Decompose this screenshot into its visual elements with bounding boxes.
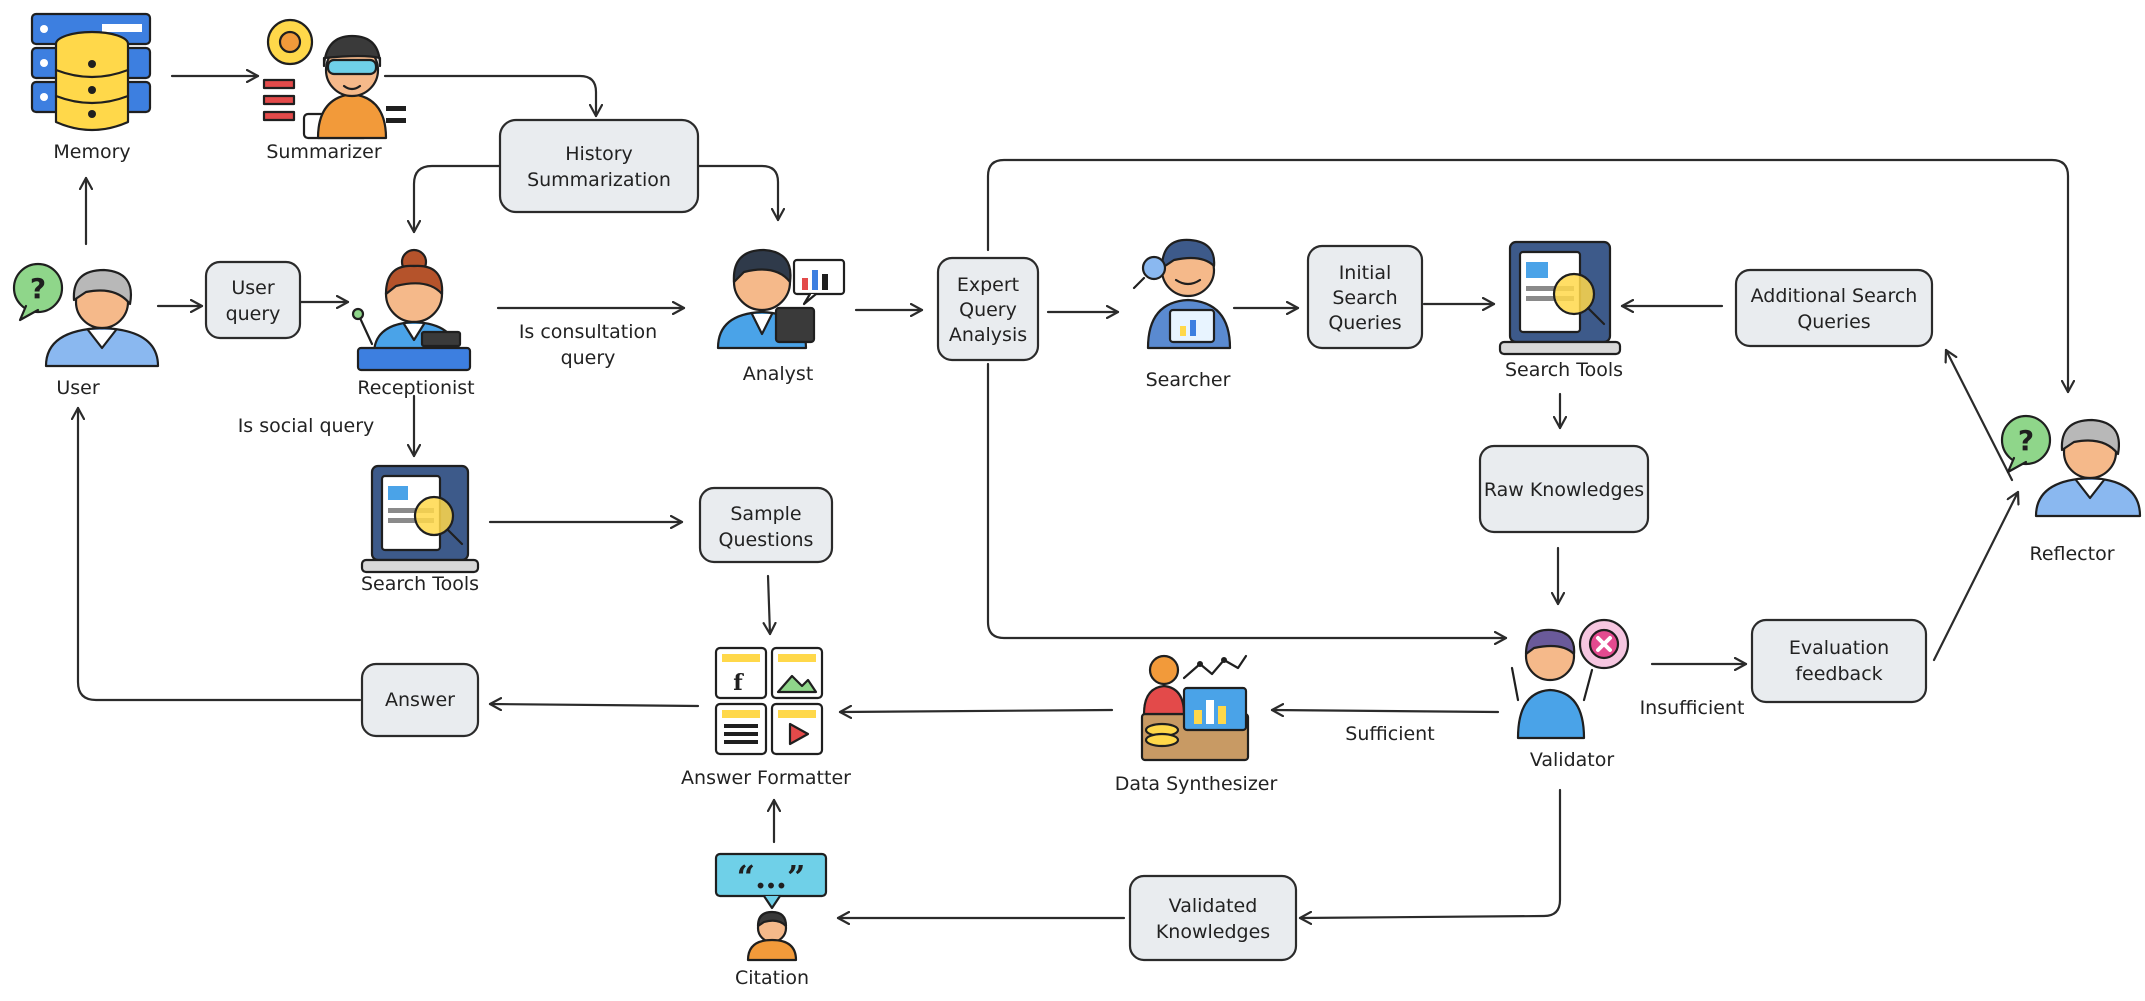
searcher-label: Searcher <box>1146 369 1231 391</box>
edge-history-analyst <box>696 164 778 222</box>
additional-search-label-1: Additional Search <box>1751 285 1918 307</box>
edge-evaluation-reflector <box>1932 490 2018 662</box>
expert-query-analysis-box: Expert Query Analysis <box>936 256 1040 362</box>
evaluation-feedback-label-1: Evaluation <box>1789 637 1889 659</box>
laptop-search-icon <box>1498 240 1622 356</box>
edge-expert-reflector <box>986 158 2068 394</box>
expert-query-label-2: Query <box>959 299 1017 321</box>
raw-knowledges-box: Raw Knowledges <box>1478 444 1650 534</box>
edge-expert-validator <box>986 362 1508 638</box>
initial-search-label-3: Queries <box>1328 312 1401 334</box>
edge-answer-user <box>78 406 362 702</box>
user-query-box: User query <box>204 260 302 340</box>
history-summarization-label-1: History <box>565 143 633 165</box>
searcher-icon <box>1132 238 1232 350</box>
svg-text:?: ? <box>30 272 46 305</box>
svg-text:“…”: “…” <box>737 858 806 896</box>
user-question-icon: ? <box>12 262 160 368</box>
edges <box>78 76 2068 918</box>
receptionist-icon <box>351 248 472 372</box>
raw-knowledges-label: Raw Knowledges <box>1484 479 1644 501</box>
expert-query-label-1: Expert <box>957 274 1019 296</box>
validator-label: Validator <box>1530 749 1615 771</box>
user-query-label-2: query <box>226 303 281 325</box>
additional-search-label-2: Queries <box>1797 311 1870 333</box>
history-summarization-label-2: Summarization <box>527 169 671 191</box>
quote-speaker-icon: “…” <box>714 852 828 962</box>
edge-label-consultation-2: query <box>561 347 616 369</box>
analyst-icon <box>716 248 846 350</box>
laptop-search-icon <box>360 464 480 574</box>
edge-label-sufficient: Sufficient <box>1345 723 1434 745</box>
search-tools-left-label: Search Tools <box>361 573 479 595</box>
receptionist-label: Receptionist <box>357 377 474 399</box>
user-label: User <box>56 377 99 399</box>
initial-search-label-1: Initial <box>1339 262 1392 284</box>
edge-label-insufficient: Insufficient <box>1640 697 1745 719</box>
citation-label: Citation <box>735 967 809 989</box>
engineer-with-gear-icon <box>262 18 406 140</box>
initial-search-label-2: Search <box>1332 287 1397 309</box>
validated-knowledges-label-2: Knowledges <box>1156 921 1270 943</box>
user-query-label-1: User <box>231 277 274 299</box>
validated-knowledges-label-1: Validated <box>1169 895 1258 917</box>
edge-summarizer-history <box>383 74 596 118</box>
data-synthesizer-label: Data Synthesizer <box>1115 773 1278 795</box>
content-grid-icon: f <box>714 646 824 756</box>
sample-questions-label-1: Sample <box>730 503 801 525</box>
edge-label-consultation: Is consultation <box>519 321 657 343</box>
edge-label-social: Is social query <box>238 415 375 437</box>
edge-history-receptionist <box>414 164 502 234</box>
edge-reflector-additional <box>1946 348 2014 482</box>
summarizer-label: Summarizer <box>266 141 382 163</box>
initial-search-queries-box: Initial Search Queries <box>1306 244 1424 350</box>
reflector-label: Reflector <box>2029 543 2114 565</box>
validated-knowledges-box: Validated Knowledges <box>1128 874 1298 962</box>
sample-questions-label-2: Questions <box>719 529 814 551</box>
memory-label: Memory <box>53 141 130 163</box>
evaluation-feedback-label-2: feedback <box>1795 663 1882 685</box>
validator-reject-icon <box>1510 618 1630 740</box>
database-server-icon <box>30 12 152 132</box>
edge-validator-validated <box>1298 788 1562 918</box>
svg-text:?: ? <box>2018 424 2034 457</box>
answer-box: Answer <box>360 662 480 738</box>
edge-validator-synthesizer <box>1270 710 1500 712</box>
answer-label: Answer <box>385 689 455 711</box>
edge-sample-formatter <box>768 574 770 636</box>
sample-questions-box: Sample Questions <box>698 486 834 564</box>
data-synthesizer-icon <box>1140 654 1250 762</box>
history-summarization-box: History Summarization <box>498 118 700 214</box>
user-question-icon: ? <box>2000 414 2142 518</box>
expert-query-label-3: Analysis <box>949 324 1027 346</box>
edge-formatter-answer <box>488 704 700 706</box>
additional-search-queries-box: Additional Search Queries <box>1734 268 1934 348</box>
analyst-label: Analyst <box>743 363 814 385</box>
answer-formatter-label: Answer Formatter <box>681 767 851 789</box>
svg-text:f: f <box>733 670 744 696</box>
edge-synthesizer-formatter <box>838 710 1114 712</box>
evaluation-feedback-box: Evaluation feedback <box>1750 618 1928 704</box>
search-tools-top-label: Search Tools <box>1505 359 1623 381</box>
